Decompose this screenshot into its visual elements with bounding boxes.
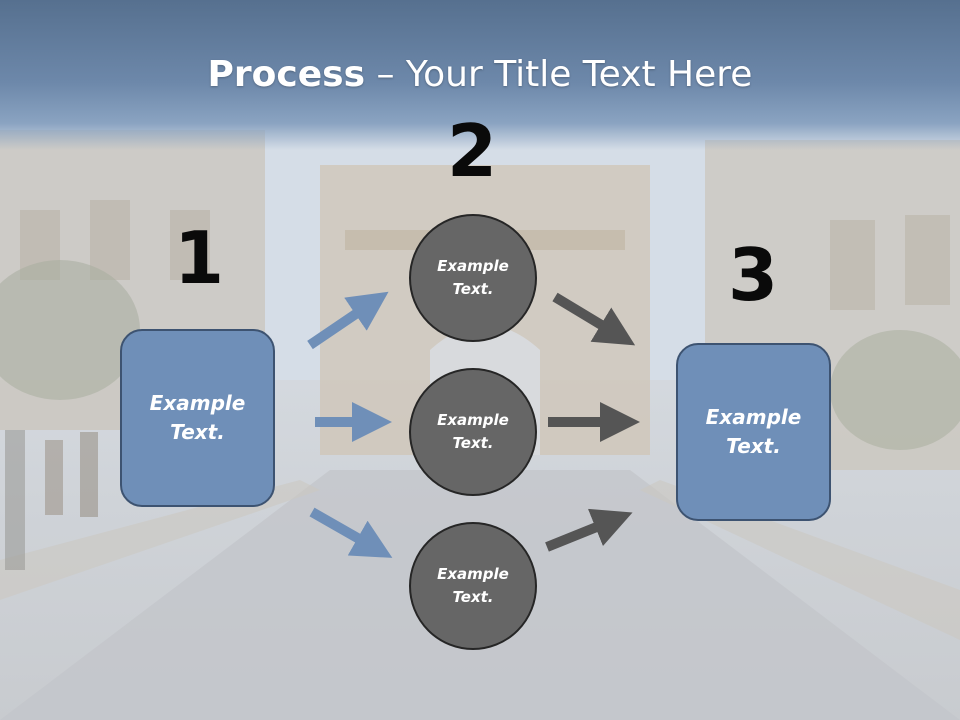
step-1-number: 1 bbox=[173, 216, 225, 300]
step-2-circle-middle: Example Text. bbox=[409, 368, 537, 496]
title-bold-text: Process bbox=[207, 54, 366, 95]
step-2-circle-top: Example Text. bbox=[409, 214, 537, 342]
step-2-number: 2 bbox=[446, 109, 498, 193]
step-2-circle-bottom: Example Text. bbox=[409, 522, 537, 650]
circle-top-text: Example Text. bbox=[437, 257, 509, 298]
circle-middle-text: Example Text. bbox=[437, 411, 509, 452]
step-3-box: Example Text. bbox=[676, 343, 831, 521]
step-3-text: Example Text. bbox=[705, 405, 802, 458]
arrow-box1-to-circle-bottom bbox=[309, 507, 393, 558]
arrow-circle-bottom-to-box3 bbox=[545, 508, 633, 552]
arrow-circle-top-to-box3 bbox=[552, 292, 636, 346]
title-rest-text: – Your Title Text Here bbox=[365, 54, 753, 95]
slide-title: Process – Your Title Text Here bbox=[0, 50, 960, 100]
circle-bottom-text: Example Text. bbox=[437, 565, 509, 606]
arrow-box1-to-circle-top bbox=[307, 291, 389, 350]
title-bar bbox=[0, 0, 960, 150]
step-1-box: Example Text. bbox=[120, 329, 275, 507]
step-1-text: Example Text. bbox=[149, 391, 246, 444]
step-3-number: 3 bbox=[727, 233, 779, 317]
